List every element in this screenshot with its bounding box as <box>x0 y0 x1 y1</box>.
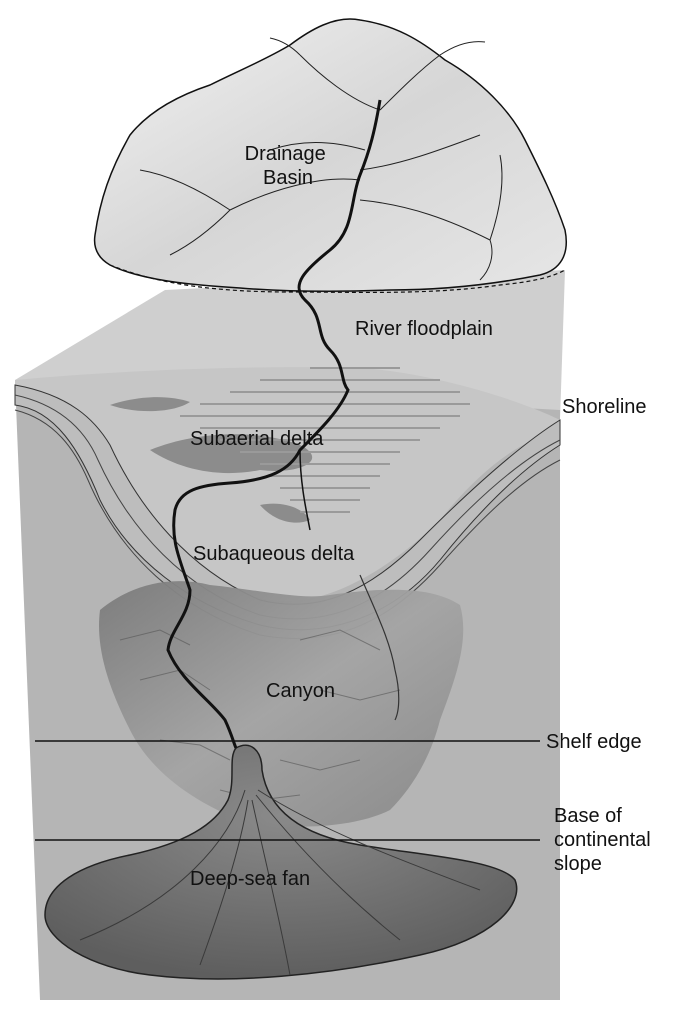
subaerial-delta-label: Subaerial delta <box>190 428 324 450</box>
base-of-continental-slope-label: Base of continental slope <box>554 805 656 875</box>
shoreline-label: Shoreline <box>562 396 647 418</box>
river-floodplain-label: River floodplain <box>355 318 493 340</box>
canyon-label: Canyon <box>266 680 335 702</box>
shelf-edge-label: Shelf edge <box>546 731 642 753</box>
deep-sea-fan-label: Deep-sea fan <box>190 868 310 890</box>
subaqueous-delta-label: Subaqueous delta <box>193 543 355 565</box>
